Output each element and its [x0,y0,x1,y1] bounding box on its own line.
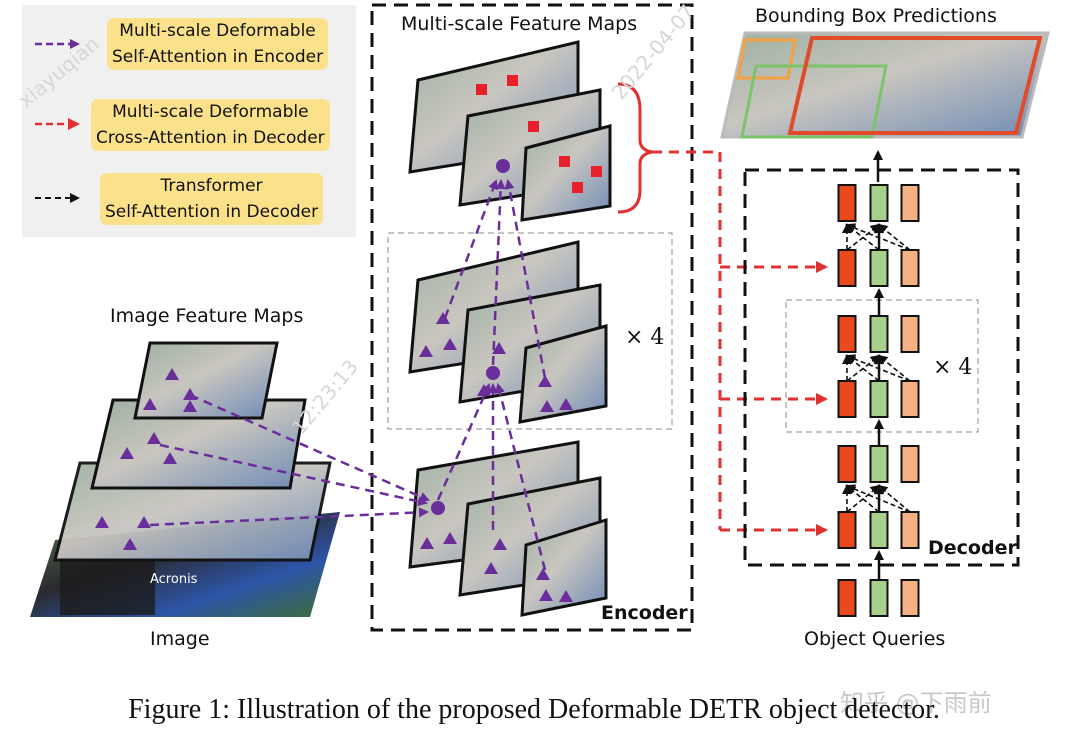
image-feature-map-small [133,341,279,420]
decoder-self-attention-arrow [877,484,911,513]
sampling-points-left [95,368,197,550]
legend-cross-attn-label: Multi-scale Deformable Cross-Attention i… [91,99,330,151]
legend-self-attn-label: Multi-scale Deformable Self-Attention in… [107,18,329,70]
object-queries-label: Object Queries [804,628,946,650]
reference-point [431,501,445,515]
legend-arrows [35,39,80,203]
bounding-box-predictions-label: Bounding Box Predictions [755,5,997,27]
bounding-box-image [720,31,1050,139]
encoder-label: Encoder [601,602,688,624]
image-label: Image [150,628,210,650]
encoder-sampling-squares [476,75,602,193]
figure-caption: Figure 1: Illustration of the proposed D… [128,694,940,725]
query-token [869,579,889,617]
bbox-orange [736,38,797,80]
query-token [837,315,857,353]
encoder-maps-top [408,40,612,222]
encoder-repeat-box [387,232,673,430]
decoder-arrows [842,223,911,580]
decoder-queries [837,184,920,617]
legend-transformer-label: Transformer Self-Attention in Decoder [100,173,324,225]
query-token [900,249,920,287]
image-player-shape [60,560,155,615]
decoder-repeat-box [785,299,979,433]
query-token [900,184,920,222]
query-token [900,380,920,418]
image-pyramid: Acronis [30,341,340,617]
query-token [900,579,920,617]
encoder-box [370,3,694,632]
query-token [837,249,857,287]
encoder-times-four: × 4 [625,325,665,350]
encoder-attention-arrows [149,179,547,571]
cross-attention-arrows [652,150,828,536]
query-token [900,445,920,483]
decoder-self-attention-arrow [877,354,911,382]
query-token [900,315,920,353]
decoder-self-attention-arrow [877,223,911,251]
decoder-self-attention-arrow [845,223,911,251]
query-token [837,511,857,549]
image-logo-text: Acronis [150,572,198,587]
multiscale-feature-maps-label: Multi-scale Feature Maps [401,13,638,35]
query-token [869,511,889,549]
query-token [900,511,920,549]
query-token [869,315,889,353]
decoder-times-four: × 4 [933,355,973,380]
query-token [869,380,889,418]
encoder-maps-middle [408,240,608,424]
query-token [869,184,889,222]
reference-point-middle [486,366,500,380]
image-feature-maps-label: Image Feature Maps [110,305,304,327]
query-token [837,184,857,222]
decoder-self-attention-arrow [845,484,911,513]
query-token [837,445,857,483]
bbox-red [787,36,1043,135]
decoder-box [743,168,1020,567]
decoder-self-attention-arrow [845,354,911,382]
watermark-brand: 知乎 @下雨前 [840,689,992,717]
query-token [837,579,857,617]
query-token [869,445,889,483]
query-token [837,380,857,418]
decoder-label: Decoder [928,537,1017,559]
encoder-maps-bottom [408,440,608,617]
query-token [869,249,889,287]
bbox-green [740,64,888,139]
